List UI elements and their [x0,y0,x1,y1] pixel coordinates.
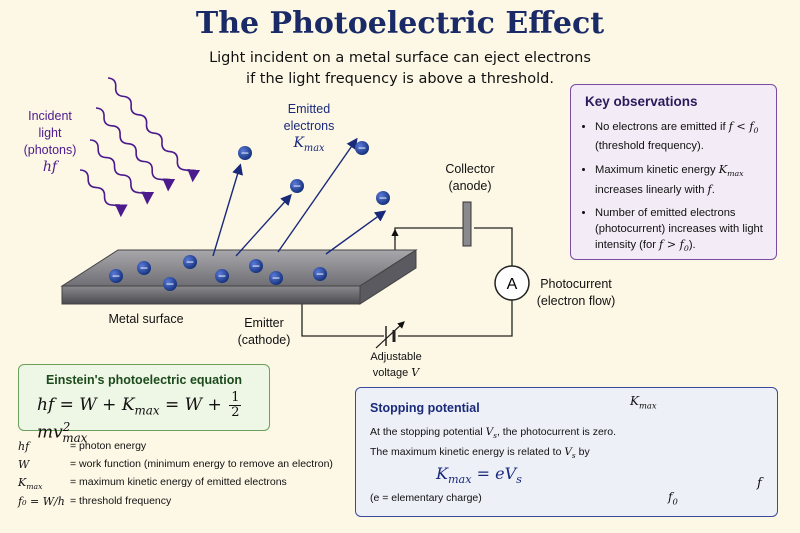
key-observations-panel: Key observations No electrons are emitte… [570,84,777,260]
emitted-electrons-label: Emitted electrons Kmax [283,102,335,154]
page-title: The Photoelectric Effect [195,6,605,41]
observation-item: Number of emitted electrons (photocurren… [595,206,791,257]
photon-ray-4 [107,77,201,183]
incident-photons [79,77,201,218]
wire-to-collector [394,227,466,258]
electron: − [355,141,369,155]
wire-collector-ammeter [474,227,513,266]
ammeter [494,265,530,301]
voltage-label: Adjustable voltage V [370,351,422,379]
circuit-wires [301,227,513,337]
electron: − [163,277,177,291]
observations-list: No electrons are emitted if f < f0 (thre… [577,119,791,265]
observation-item: Maximum kinetic energy Kmax increases li… [595,162,791,198]
photocurrent-label: Photocurrent (electron flow) [536,277,616,308]
graph-x-label: f [757,476,762,491]
incident-light-label: Incident light (photons) hf [14,108,86,176]
electron: − [183,255,197,269]
graph-threshold-label: f0 [668,490,678,507]
stopping-description: At the stopping potential Vs, the photoc… [370,426,617,461]
metal-surface-label: Metal surface [108,312,184,326]
svg-text:−: − [357,142,366,155]
stopping-note: (e = elementary charge) [370,492,482,504]
svg-text:−: − [271,272,280,285]
wire-battery-emitter [301,298,384,337]
einstein-title: Einstein's photoelectric equation [45,373,243,387]
svg-text:−: − [217,270,226,283]
svg-text:−: − [315,268,324,281]
ammeter-label: A [507,276,518,293]
svg-text:−: − [111,270,120,283]
stopping-potential-panel: Stopping potential At the stopping poten… [355,387,778,517]
electron: − [109,269,123,283]
electron: − [137,261,151,275]
subtitle: Light incident on a metal surface can ej… [0,48,800,90]
svg-text:−: − [165,278,174,291]
wire-ammeter-battery [398,300,513,337]
electrons-in-metal: − − − − − − − − [109,255,327,291]
subtitle-line-2: if the light frequency is above a thresh… [246,71,554,87]
svg-text:−: − [378,192,387,205]
variable-voltage-source [375,321,405,349]
collector-label: Collector (anode) [445,162,495,193]
photon-ray-1 [79,169,128,218]
einstein-equation-panel: Einstein's photoelectric equation hf = W… [18,364,270,445]
subtitle-line-1: Light incident on a metal surface can ej… [209,50,591,66]
collector-plate [462,201,472,247]
electron: − [238,146,252,160]
observations-title: Key observations [585,94,698,109]
graph-y-label: Kmax [630,394,657,411]
svg-text:−: − [185,256,194,269]
electron-trajectories [212,137,387,257]
incident-symbol: hf [42,159,58,175]
svg-text:−: − [139,262,148,275]
svg-text:−: − [240,147,249,160]
electron: − [249,259,263,273]
trajectory-2 [235,193,292,257]
stopping-equation: Kmax = eVs [436,464,522,487]
emitted-electrons: − − − − [238,141,390,205]
electron: − [313,267,327,281]
electron: − [290,179,304,193]
photon-ray-3 [95,107,176,192]
trajectory-3 [277,137,358,253]
emitter-label: Emitter (cathode) [237,316,291,347]
svg-text:−: − [251,260,260,273]
trajectory-4 [325,210,387,255]
svg-text:−: − [292,180,301,193]
trajectory-1 [212,163,243,257]
stopping-title: Stopping potential [370,401,480,415]
observation-item: No electrons are emitted if f < f0 (thre… [595,119,791,154]
photon-ray-2 [89,139,155,205]
electron: − [376,191,390,205]
electron: − [215,269,229,283]
electron: − [269,271,283,285]
metal-slab [60,249,418,305]
